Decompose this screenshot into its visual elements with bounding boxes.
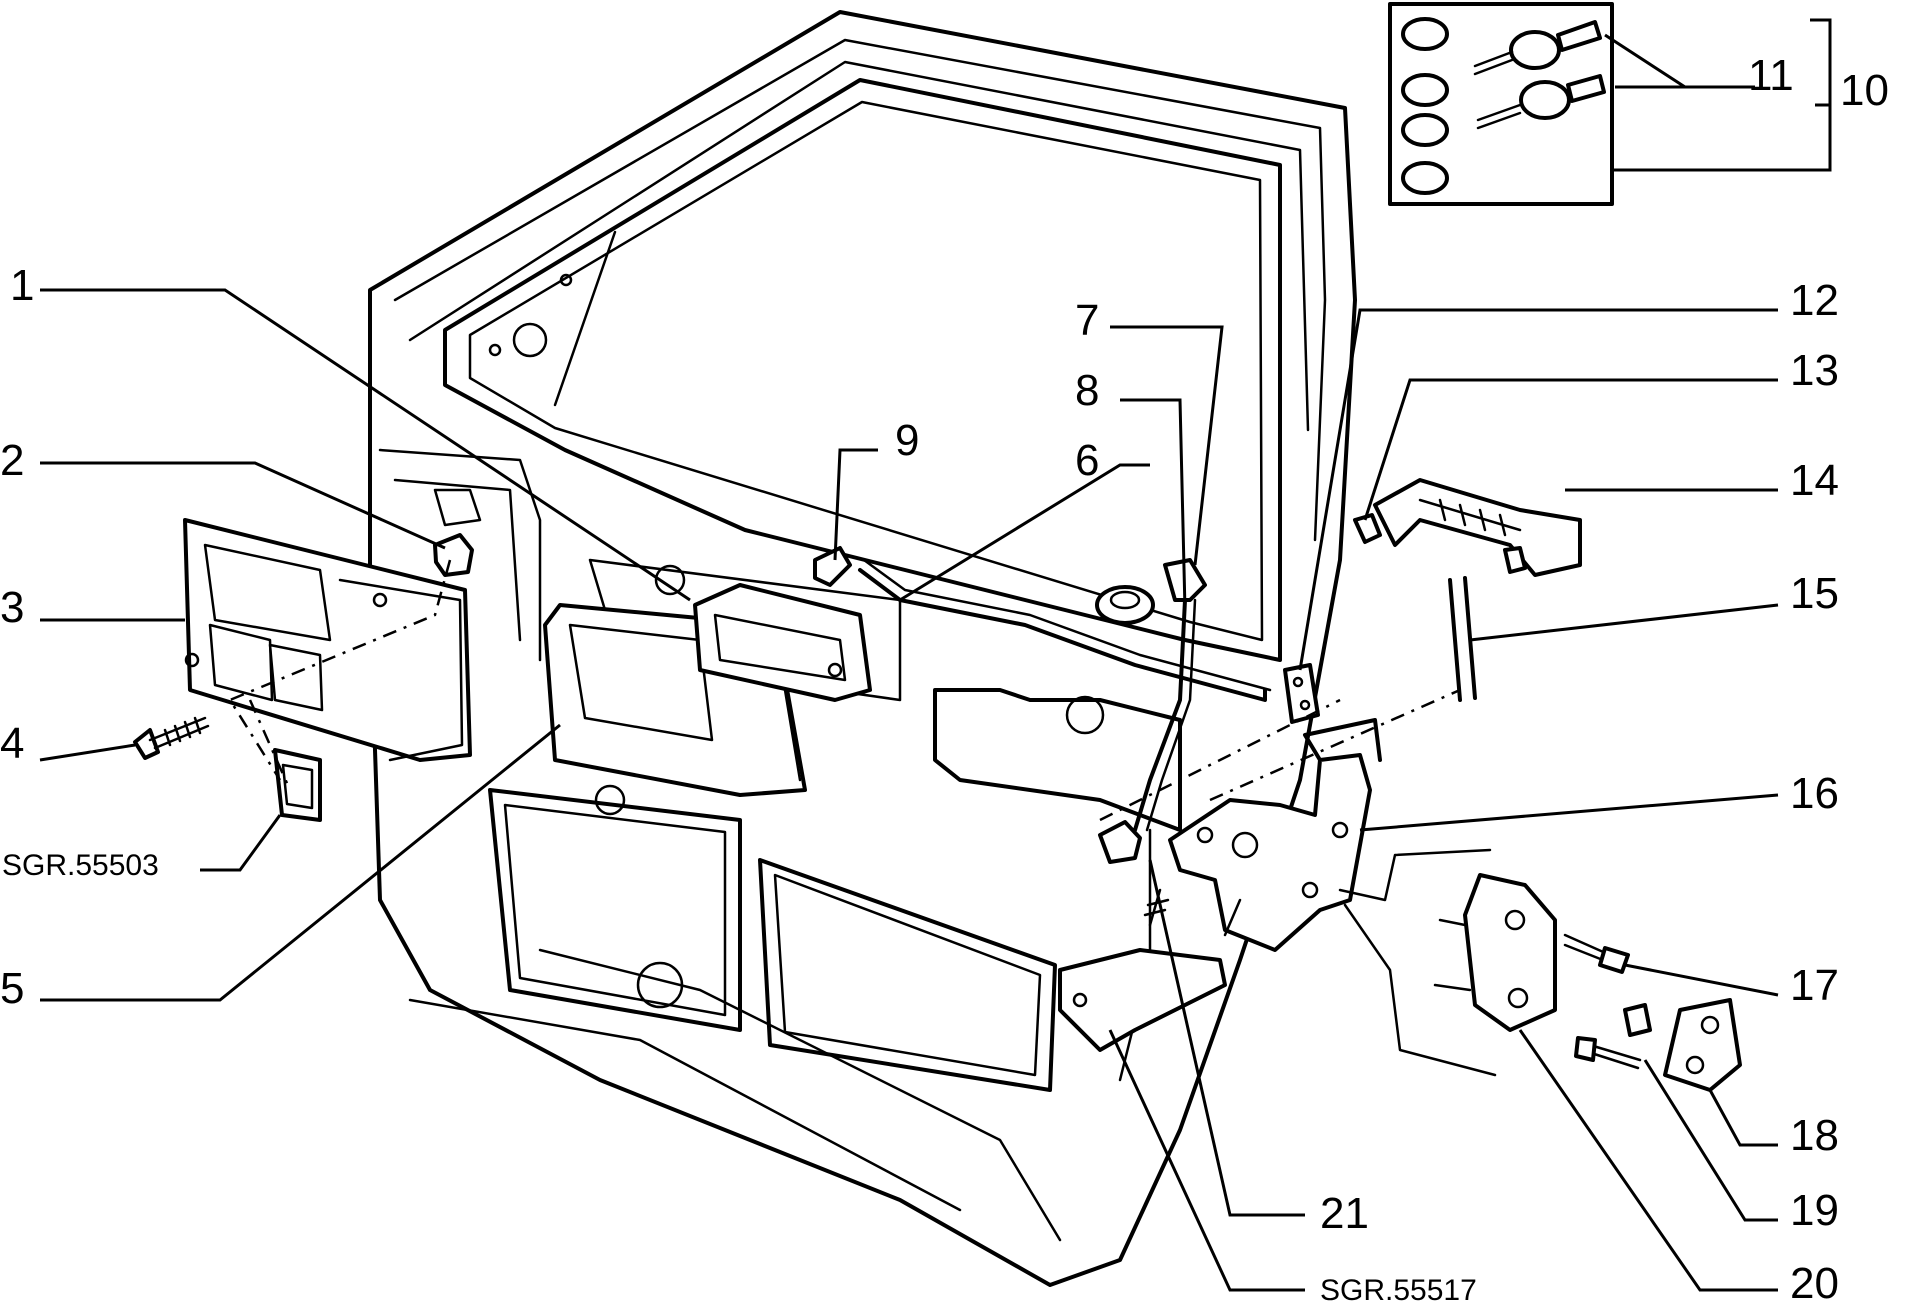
callout-1: 1 — [10, 261, 34, 310]
callout-numbers: 1 2 3 4 SGR.55503 5 6 7 8 9 10 11 12 13 … — [0, 51, 1889, 1306]
callout-9: 9 — [895, 416, 919, 465]
callout-20: 20 — [1790, 1259, 1839, 1306]
door-lock-mechanism — [1168, 718, 1382, 952]
callout-16: 16 — [1790, 769, 1839, 818]
backing-plate — [1623, 998, 1742, 1092]
lower-clip — [1098, 820, 1142, 864]
linkage-rod — [858, 558, 1272, 702]
callout-6: 6 — [1075, 436, 1099, 485]
callout-5: 5 — [0, 964, 24, 1013]
callout-11: 11 — [1748, 51, 1794, 100]
callout-15: 15 — [1790, 569, 1839, 618]
lower-bracket — [1058, 888, 1227, 1052]
callout-12: 12 — [1790, 276, 1839, 325]
callout-4: 4 — [0, 719, 24, 768]
callout-18: 18 — [1790, 1111, 1839, 1160]
inner-handle-housing — [693, 583, 872, 702]
callout-19: 19 — [1790, 1186, 1839, 1235]
handle-bezel — [183, 518, 472, 762]
callout-8: 8 — [1075, 366, 1099, 415]
leader-lines — [39, 18, 1832, 1292]
striker-plate — [1433, 873, 1557, 1032]
callout-2: 2 — [0, 436, 24, 485]
grommet — [1095, 585, 1155, 625]
rod-clip — [813, 546, 852, 587]
lock-set-inset — [1388, 2, 1614, 206]
callout-7: 7 — [1075, 296, 1099, 345]
plate-screw — [1574, 1036, 1642, 1070]
callout-17: 17 — [1790, 961, 1839, 1010]
callout-sgr-55503: SGR.55503 — [2, 849, 159, 882]
exterior-handle — [1353, 478, 1582, 577]
callout-21: 21 — [1320, 1189, 1369, 1238]
callout-sgr-55517: SGR.55517 — [1320, 1274, 1477, 1306]
window-switch — [273, 748, 322, 822]
lock-button-rod — [1133, 558, 1207, 832]
screw — [133, 716, 210, 760]
exterior-handle-rod — [1448, 576, 1477, 702]
assembly-lines — [228, 559, 1497, 1077]
callout-3: 3 — [0, 583, 24, 632]
callout-14: 14 — [1790, 456, 1839, 505]
callout-10: 10 — [1840, 66, 1889, 115]
striker-screw — [1563, 933, 1630, 974]
door-shell — [368, 10, 1357, 1287]
clip — [433, 533, 474, 577]
callout-13: 13 — [1790, 346, 1839, 395]
